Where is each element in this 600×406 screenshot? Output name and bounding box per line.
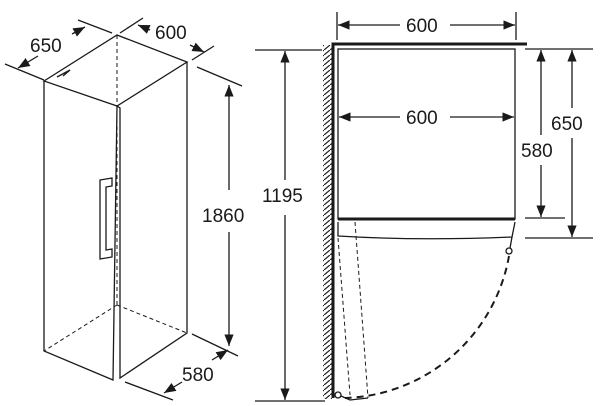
height-label: 1860 [202,206,244,227]
open-door-outline [337,221,369,399]
width-label: 600 [155,23,187,44]
dimension-inner-600: 600 [339,108,514,129]
dimension-650: 650 [4,19,113,81]
fridge-body [42,34,189,381]
body-depth-label: 580 [521,141,553,162]
door-depth-label: 580 [182,365,214,386]
hinge-cover [56,69,71,78]
dimension-1860: 1860 [191,66,244,357]
dimension-580: 580 [124,349,229,401]
dimension-600: 600 [119,17,215,61]
isometric-view: 650 600 1860 580 [4,17,244,401]
depth-label: 650 [30,36,62,57]
fridge-body-top [337,48,516,220]
dimension-1195: 1195 [255,49,325,402]
clearance-label: 1195 [262,186,303,207]
hinge-icon [505,247,513,255]
wall [331,42,527,398]
top-view: 600 600 580 650 [323,12,593,401]
total-depth-label: 650 [551,114,583,135]
dimension-outer-600: 600 [336,12,517,40]
outer-width-label: 600 [406,16,438,37]
door-handle [99,177,113,260]
wall-hatching [323,45,332,399]
dimension-580-top: 580 [521,48,593,239]
door [337,221,516,240]
door-swing-arc [344,255,510,399]
dimension-650-top: 650 [551,50,583,237]
inner-width-label: 600 [406,108,438,129]
